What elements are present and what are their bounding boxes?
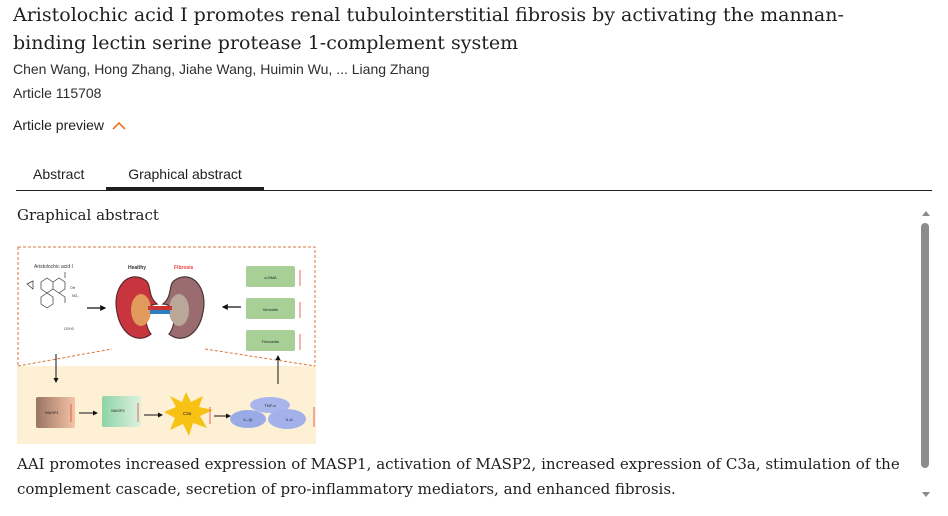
tab-abstract[interactable]: Abstract — [33, 166, 85, 182]
marker-fibronectin: Fibronectin — [246, 330, 301, 351]
chemical-structure-icon — [26, 272, 66, 309]
article-authors: Chen Wang, Hong Zhang, Jiahe Wang, Huimi… — [13, 61, 430, 77]
article-preview-toggle[interactable]: Article preview — [13, 117, 126, 133]
pathway-label: MASP1 — [45, 410, 59, 415]
healthy-label: Healthy — [128, 265, 146, 271]
pathway-label: C3a — [183, 411, 192, 416]
marker-label: α-SMA — [264, 275, 277, 280]
graphical-abstract-heading: Graphical abstract — [17, 206, 159, 224]
chem-label: NO₂ — [72, 294, 79, 298]
fibrotic-kidney-icon — [160, 276, 205, 339]
scrollbar-thumb[interactable] — [921, 223, 929, 468]
article-preview-label: Article preview — [13, 117, 105, 133]
article-number: Article 115708 — [13, 85, 102, 101]
marker-label: Vimentin — [263, 307, 279, 312]
marker-alpha-sma: α-SMA — [246, 266, 301, 287]
compound-label: Aristolochic acid I — [34, 264, 73, 270]
zoom-lines — [17, 348, 316, 367]
tab-graphical-abstract[interactable]: Graphical abstract — [106, 166, 264, 190]
cytokine-cluster: TNF-α IL-1β IL-6 — [230, 397, 315, 429]
scrollbar[interactable] — [920, 208, 932, 500]
marker-label: Fibronectin — [262, 340, 279, 344]
graphical-abstract-caption: AAI promotes increased expression of MAS… — [17, 455, 900, 498]
cytokine-label: TNF-α — [264, 403, 276, 408]
marker-vimentin: Vimentin — [246, 298, 301, 319]
cytokine-label: IL-6 — [286, 417, 294, 422]
masp1-box: MASP1 — [36, 397, 75, 428]
abstract-tabs: Abstract Graphical abstract — [16, 160, 932, 191]
masp2-box: MASP2 — [102, 396, 141, 427]
chem-label: OCH3 — [64, 327, 74, 331]
scroll-up-icon[interactable] — [922, 211, 930, 216]
c3a-burst: C3a — [164, 392, 213, 436]
graphical-abstract-figure[interactable]: Aristolochic acid I OH NO₂ OCH3 Healthy … — [17, 244, 316, 444]
chem-label: OH — [70, 286, 76, 290]
article-title[interactable]: Aristolochic acid I promotes renal tubul… — [13, 4, 844, 54]
cytokine-label: IL-1β — [243, 417, 253, 422]
pathway-label: MASP2 — [111, 408, 125, 413]
scroll-down-icon[interactable] — [922, 492, 930, 497]
fibrosis-label: Fibrosis — [174, 265, 194, 271]
healthy-kidney-icon — [115, 276, 160, 339]
chevron-up-icon — [112, 121, 126, 130]
dashed-frame — [17, 246, 316, 366]
